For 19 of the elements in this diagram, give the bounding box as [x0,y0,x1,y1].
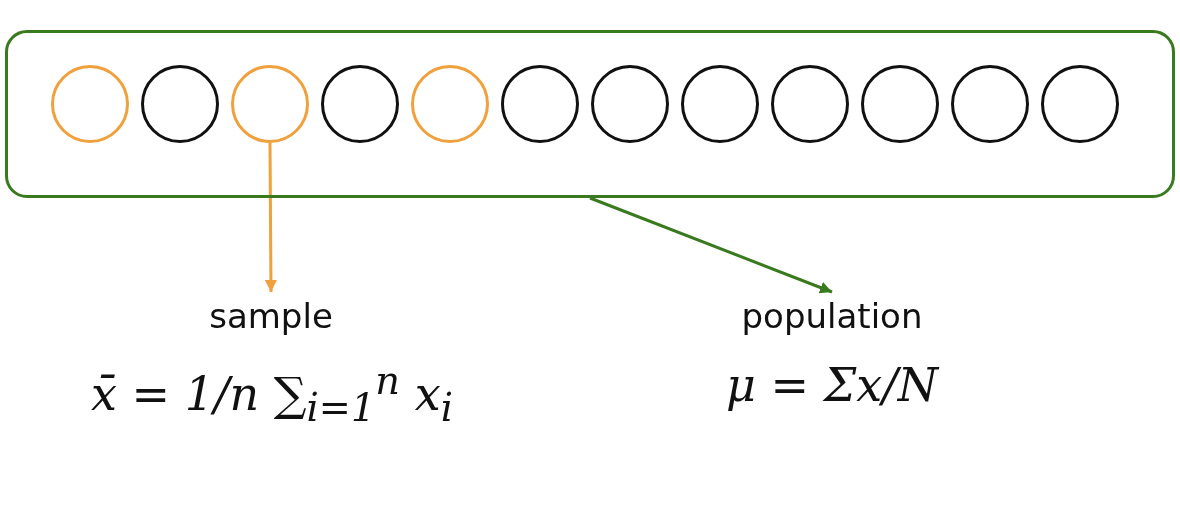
arrow [589,196,833,294]
circle [591,65,669,143]
circle [771,65,849,143]
circle [951,65,1029,143]
circle [501,65,579,143]
circle [231,65,309,143]
circle [141,65,219,143]
formula: x̄ = 1/n ∑$_{i=1}$$^{n}$ x$_{i}$ [91,358,453,430]
formula: μ = Σx/N [726,358,938,412]
arrow [264,143,277,292]
circle [321,65,399,143]
rounded-frame [5,30,1175,198]
circle [411,65,489,143]
circle [51,65,129,143]
node-label: sample [209,296,333,336]
circle [1041,65,1119,143]
node-label: population [741,296,923,336]
circle [861,65,939,143]
circle [681,65,759,143]
